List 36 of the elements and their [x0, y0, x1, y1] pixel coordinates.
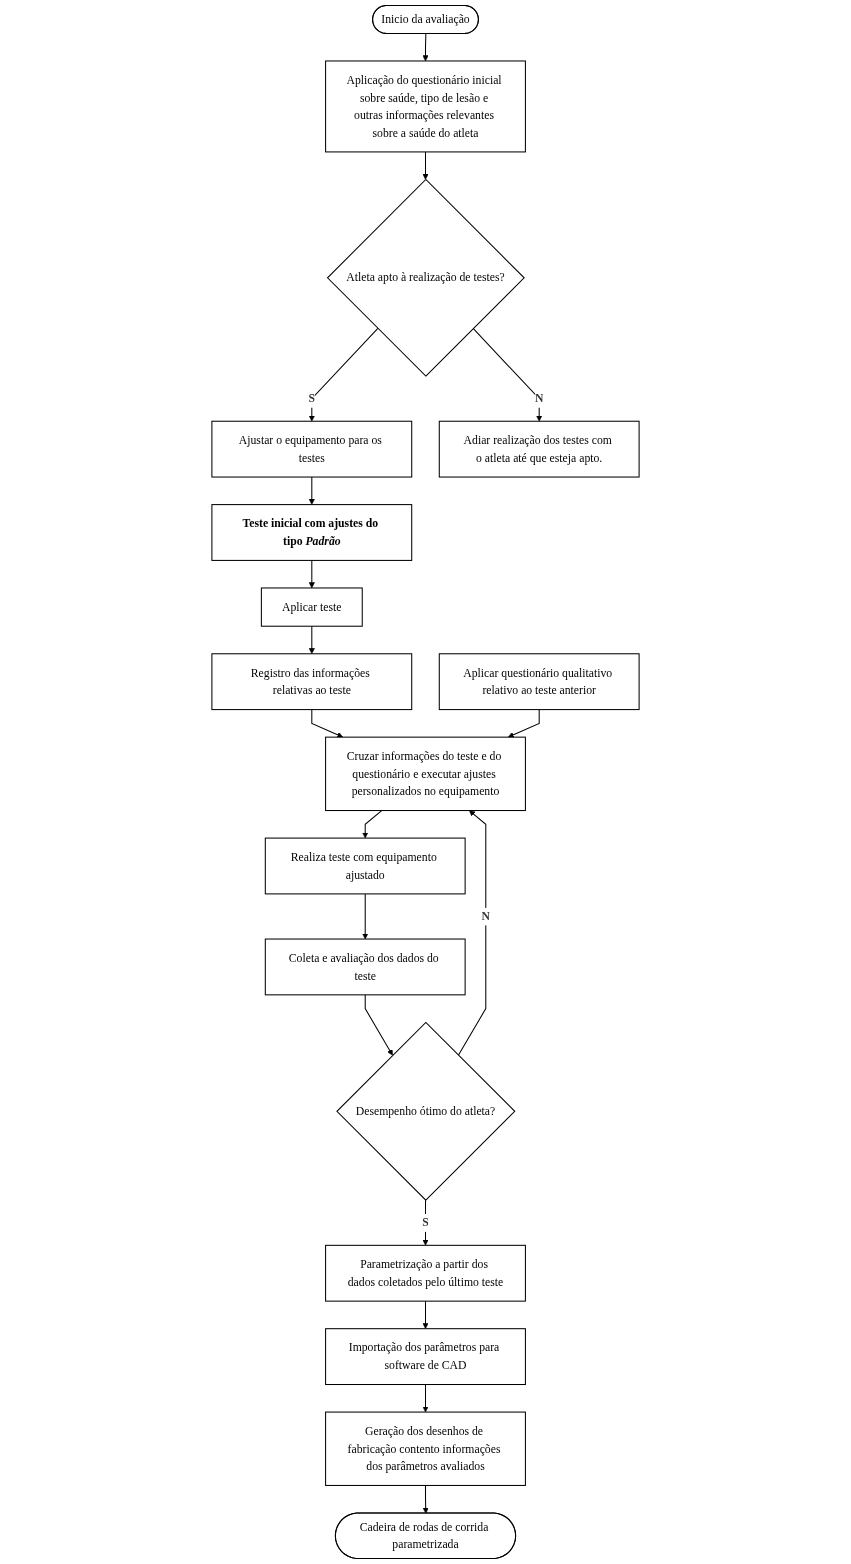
- node-diamond: Atleta apto à realização de testes?: [326, 178, 525, 377]
- arrow: [422, 1300, 429, 1329]
- arrow: [362, 893, 369, 940]
- arrow: [308, 476, 315, 505]
- node-box: Adiar realização dos testes com o atleta até que esteja apto.: [438, 420, 640, 478]
- node-box: Aplicação do questionário inicial sobre saúde, tipo de lesão e outras informações relevantes sobre a saúde do atleta: [325, 60, 526, 153]
- node-box: Coleta e avaliação dos dados do teste: [264, 938, 466, 996]
- node-box: Realiza teste com equipamento ajustado: [264, 837, 466, 895]
- arrow: [507, 709, 540, 738]
- arrow: [422, 151, 429, 180]
- arrow: [422, 33, 429, 62]
- node-box: Teste inicial com ajustes do tipo Padrão: [211, 504, 413, 561]
- node-box: Parametrização a partir dos dados coletados pelo último teste: [325, 1244, 526, 1302]
- arrow: [308, 327, 379, 422]
- arrow: [364, 994, 393, 1056]
- arrow: [457, 810, 487, 1056]
- node-box: Ajustar o equipamento para os testes: [211, 420, 413, 478]
- arrow: [472, 327, 543, 422]
- node-box: Registro das informações relativas ao teste: [211, 653, 413, 711]
- arrow: [308, 559, 315, 589]
- node-box: Aplicar questionário qualitativo relativo ao teste anterior: [438, 653, 640, 711]
- edge-label: S: [308, 391, 316, 406]
- node-box: Importação dos parâmetros para software de CAD: [325, 1328, 526, 1386]
- arrow: [311, 709, 344, 738]
- node-box: Aplicar teste: [260, 587, 363, 627]
- edge-label: N: [534, 391, 544, 406]
- arrow: [422, 1484, 429, 1514]
- arrow: [308, 625, 315, 655]
- arrow: [422, 1384, 429, 1413]
- edge-label: S: [422, 1216, 429, 1230]
- node-box: Geração dos desenhos de fabricação contento informações dos parâmetros avaliados: [325, 1411, 526, 1486]
- node-box: Cruzar informações do teste e do questionário e executar ajustes personalizados no equipamento: [325, 736, 526, 812]
- arrow: [422, 1199, 429, 1246]
- node-diamond: Desempenho ótimo do atleta?: [336, 1021, 516, 1201]
- edge-label: N: [481, 909, 491, 923]
- arrow: [362, 810, 383, 839]
